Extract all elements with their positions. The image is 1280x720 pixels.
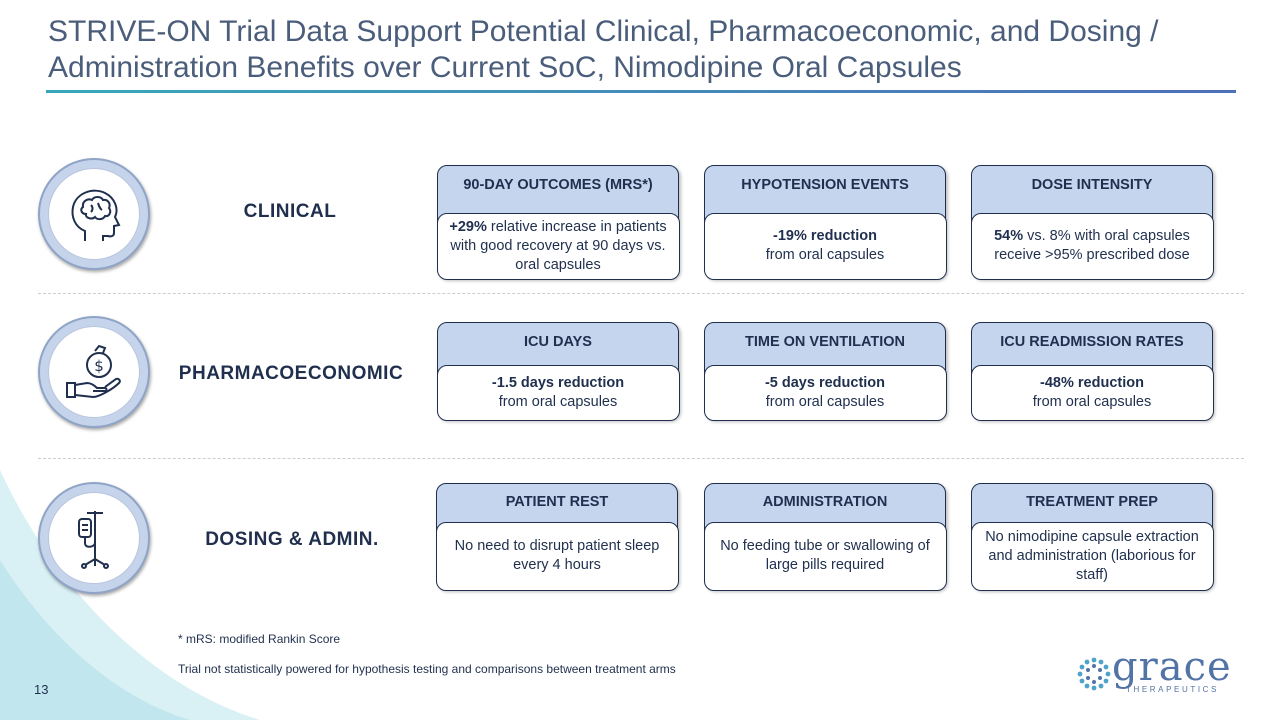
card-body: +29% relative increase in patients with … (436, 212, 680, 280)
card-hypotension-events: HYPOTENSION EVENTS -19% reduction from o… (703, 165, 947, 280)
row-divider (38, 458, 1244, 459)
brain-head-icon (71, 189, 121, 241)
svg-text:$: $ (94, 357, 104, 375)
title-underline (46, 90, 1236, 93)
card-body: -1.5 days reduction from oral capsules (436, 364, 680, 421)
footnote-disclaimer: Trial not statistically powered for hypo… (178, 662, 676, 676)
card-body: No feeding tube or swallowing of large p… (703, 521, 947, 591)
card-header: TREATMENT PREP (1026, 494, 1158, 510)
card-body: -48% reduction from oral capsules (970, 364, 1214, 421)
card-text: vs. 8% with oral capsules receive >95% p… (994, 228, 1190, 263)
card-text: from oral capsules (1032, 393, 1152, 410)
card-header: 90-DAY OUTCOMES (MRS*) (463, 177, 653, 193)
card-dose-intensity: DOSE INTENSITY 54% vs. 8% with oral caps… (970, 165, 1214, 280)
card-text: No feeding tube or swallowing of large p… (720, 538, 930, 573)
hand-money-bag-icon: $ (66, 344, 121, 399)
card-highlight: -19% reduction (773, 228, 877, 244)
logo-wordmark: grace (1112, 644, 1232, 690)
card-text: relative increase in patients with good … (450, 218, 667, 273)
card-90-day-outcomes: 90-DAY OUTCOMES (MRS*) +29% relative inc… (436, 165, 680, 280)
card-header: ADMINISTRATION (762, 494, 888, 510)
card-time-on-ventilation: TIME ON VENTILATION -5 days reduction fr… (703, 322, 947, 421)
card-patient-rest: PATIENT REST No need to disrupt patient … (435, 483, 679, 591)
card-administration: ADMINISTRATION No feeding tube or swallo… (703, 483, 947, 591)
card-body: No nimodipine capsule extraction and adm… (970, 521, 1214, 591)
grace-therapeutics-logo: grace THERAPEUTICS (1074, 644, 1246, 698)
card-header: HYPOTENSION EVENTS (741, 177, 909, 193)
logo-subtitle: THERAPEUTICS (1126, 685, 1219, 694)
card-text: from oral capsules (765, 247, 885, 263)
card-highlight: -1.5 days reduction (491, 374, 625, 391)
flower-logo-icon (1077, 657, 1111, 691)
iv-drip-stand-icon (78, 511, 109, 569)
card-icu-readmission-rates: ICU READMISSION RATES -48% reduction fro… (970, 322, 1214, 421)
card-header: TIME ON VENTILATION (744, 334, 906, 350)
card-text: No need to disrupt patient sleep every 4… (454, 538, 660, 573)
clinical-icon-badge (38, 158, 150, 270)
dosing-icon-badge (38, 482, 150, 594)
card-highlight: +29% (449, 218, 487, 235)
row-label-pharmacoeconomic: PHARMACOECONOMIC (178, 363, 404, 384)
card-text: from oral capsules (765, 393, 885, 410)
card-text: No nimodipine capsule extraction and adm… (985, 528, 1199, 583)
slide-title: STRIVE-ON Trial Data Support Potential C… (48, 15, 1159, 84)
card-body: -19% reduction from oral capsules (703, 212, 947, 280)
row-label-clinical: CLINICAL (243, 201, 337, 222)
row-label-dosing-admin: DOSING & ADMIN. (205, 529, 379, 550)
card-icu-days: ICU DAYS -1.5 days reduction from oral c… (436, 322, 680, 421)
card-highlight: 54% (994, 228, 1024, 244)
card-body: 54% vs. 8% with oral capsules receive >9… (970, 212, 1214, 280)
card-body: -5 days reduction from oral capsules (703, 364, 947, 421)
card-header: ICU READMISSION RATES (1000, 334, 1184, 350)
card-body: No need to disrupt patient sleep every 4… (435, 521, 679, 591)
card-header: DOSE INTENSITY (1031, 177, 1153, 193)
card-header: PATIENT REST (505, 494, 609, 510)
card-highlight: -5 days reduction (764, 374, 886, 391)
row-divider (38, 293, 1244, 294)
card-highlight: -48% reduction (1040, 374, 1144, 391)
footnote-mrs: * mRS: modified Rankin Score (178, 632, 341, 646)
card-text: from oral capsules (498, 393, 618, 410)
card-treatment-prep: TREATMENT PREP No nimodipine capsule ext… (970, 483, 1214, 591)
pharmacoeconomic-icon-badge: $ (38, 316, 150, 428)
page-number: 13 (34, 682, 49, 697)
card-header: ICU DAYS (524, 334, 592, 350)
